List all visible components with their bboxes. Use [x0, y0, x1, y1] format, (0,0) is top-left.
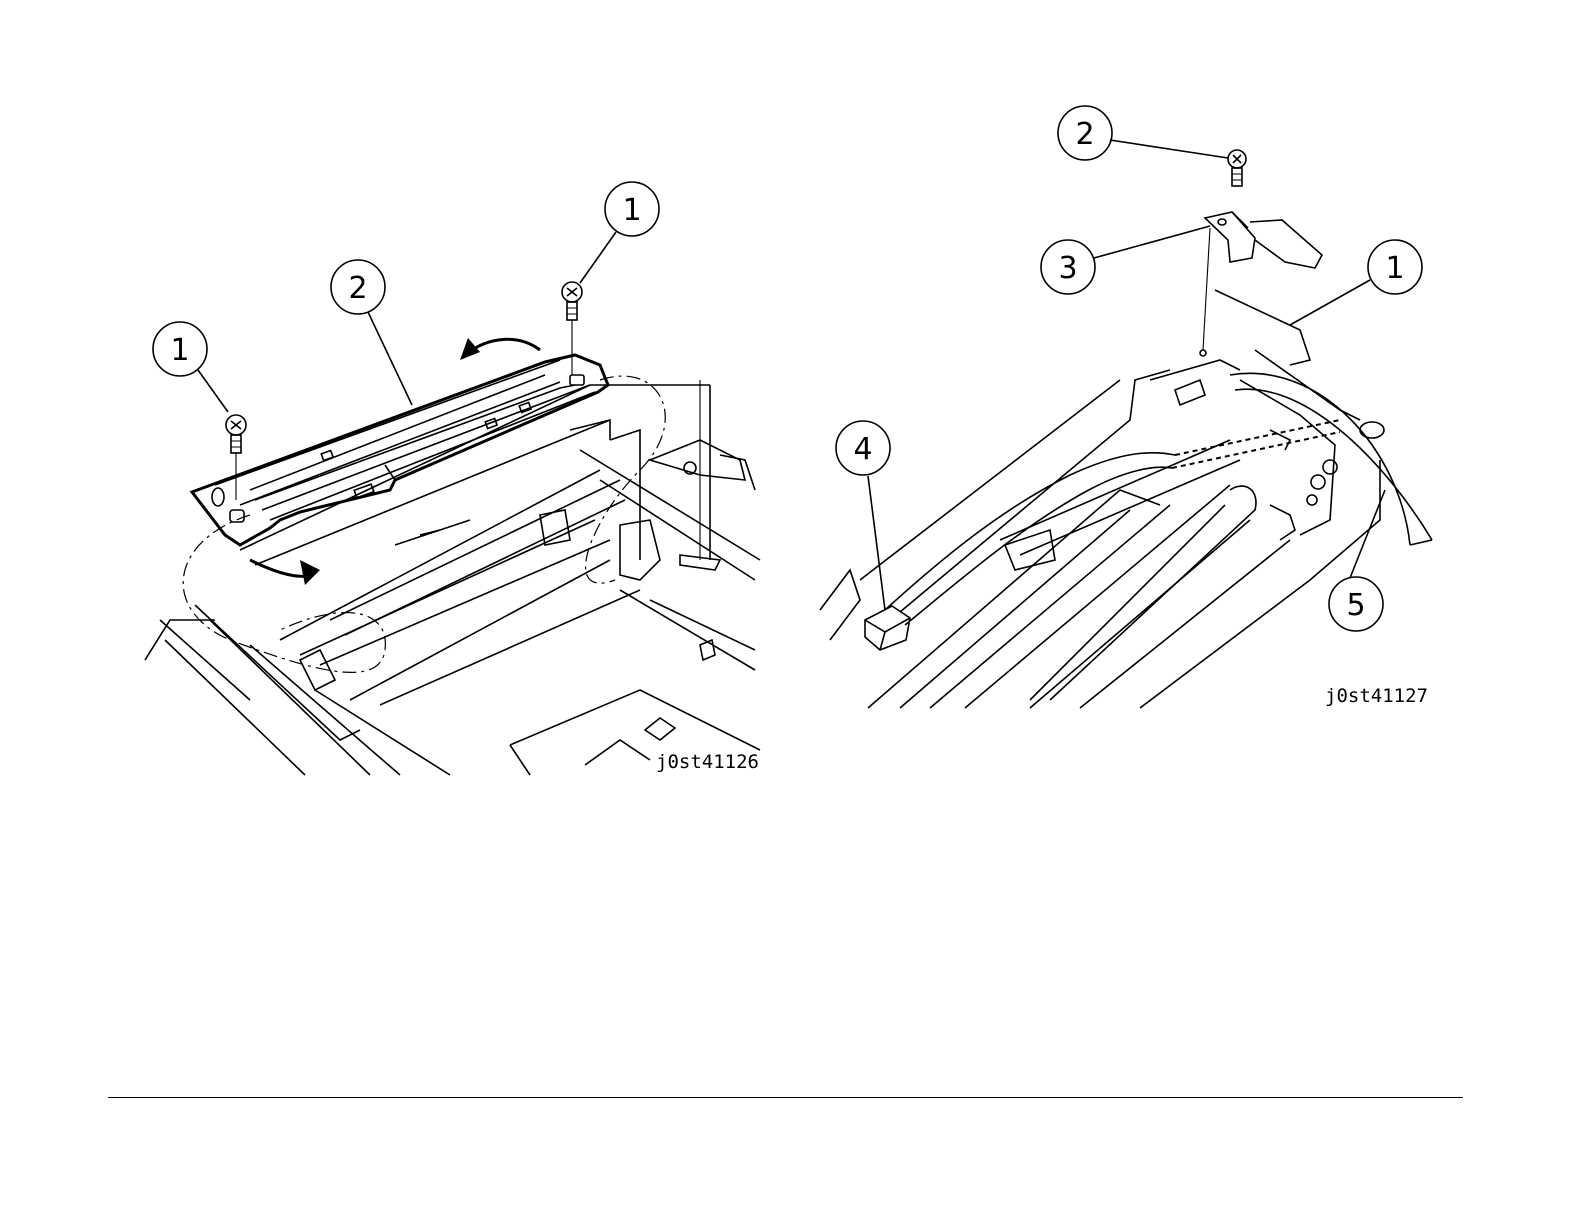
callout-label: 2	[1075, 117, 1094, 152]
callout-right-2: 2	[1058, 106, 1112, 160]
callout-label: 1	[1385, 251, 1404, 286]
connector	[865, 606, 910, 650]
figure-left: 1 2 1 j0st41126	[145, 182, 760, 775]
arrowhead-top	[460, 338, 480, 360]
clamp	[1205, 212, 1322, 268]
figure-id-right: j0st41127	[1325, 685, 1428, 707]
figure-id-left: j0st41126	[656, 751, 759, 773]
flat-cable	[885, 453, 1175, 610]
callout-label: 1	[170, 333, 189, 368]
footer-rule	[108, 1097, 1463, 1098]
harness	[1230, 373, 1410, 545]
callout-label: 4	[853, 432, 872, 467]
callout-left-1a: 1	[153, 322, 207, 376]
arrowhead-bottom	[300, 560, 320, 585]
detail-ellipse	[183, 376, 665, 672]
callout-label: 2	[348, 271, 367, 306]
callout-label: 1	[622, 193, 641, 228]
frame-lines-right	[820, 290, 1384, 708]
callout-right-3: 3	[1041, 240, 1095, 294]
callout-left-2: 2	[331, 260, 385, 314]
figure-right: 2 3 1 4 5 j0st41127	[820, 106, 1432, 708]
callout-right-1: 1	[1368, 240, 1422, 294]
callout-right-4: 4	[836, 421, 890, 475]
screw-left	[226, 415, 246, 500]
callout-label: 3	[1058, 251, 1077, 286]
frame-lines-left	[145, 380, 760, 775]
callout-label: 5	[1346, 588, 1365, 623]
screw-right	[562, 282, 582, 375]
callout-left-1b: 1	[605, 182, 659, 236]
screw-right-figure	[1200, 150, 1246, 356]
callout-right-5: 5	[1329, 577, 1383, 631]
